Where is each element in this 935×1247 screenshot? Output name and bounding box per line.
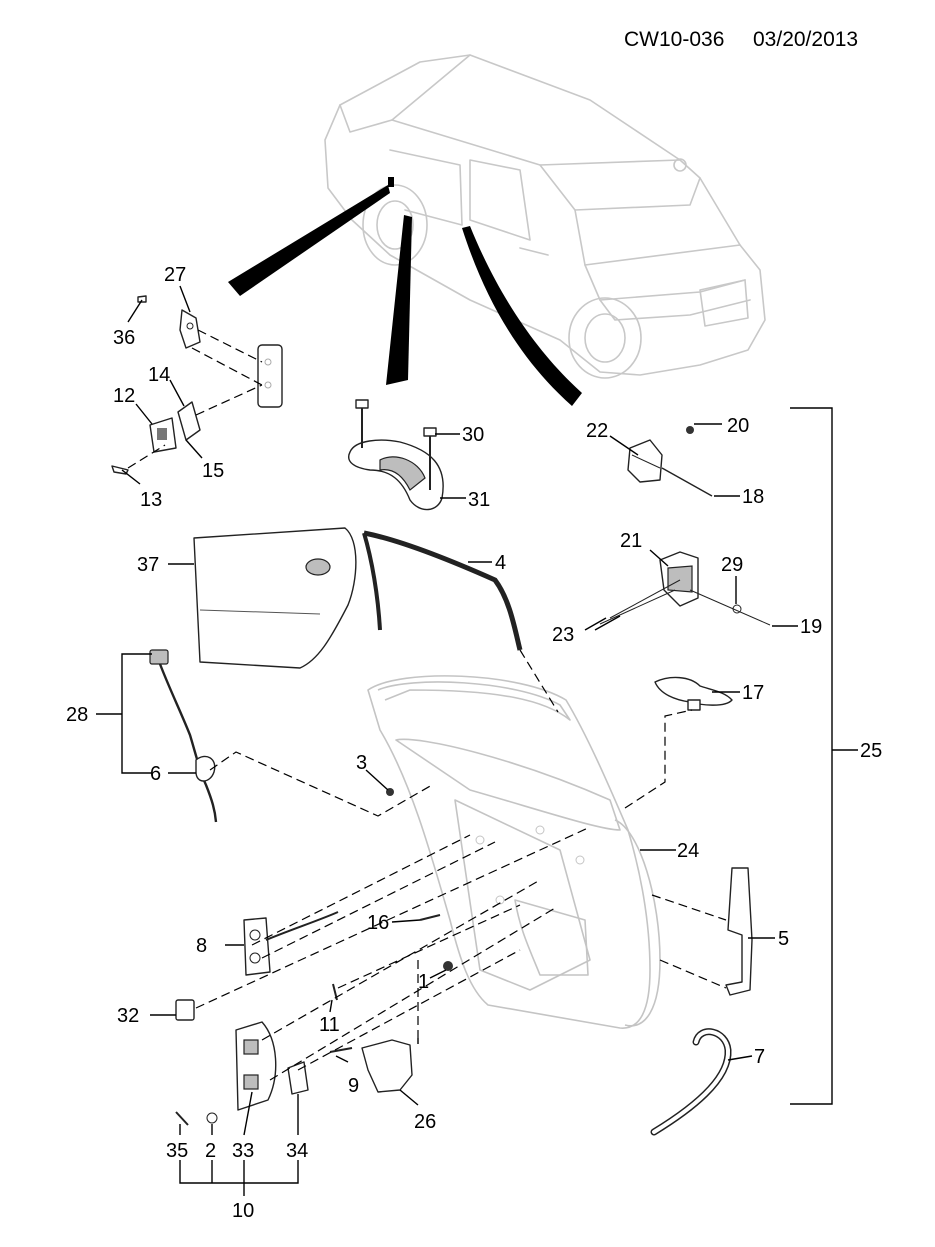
callout-17: 17 (742, 682, 764, 704)
door-inner-frame (367, 675, 661, 1029)
callout-9: 9 (348, 1075, 359, 1097)
callout-36: 36 (113, 327, 135, 349)
callout-4: 4 (495, 552, 506, 574)
callout-34: 34 (286, 1140, 308, 1162)
callout-19: 19 (800, 616, 822, 638)
vehicle-outline (324, 54, 766, 379)
callout-20: 20 (727, 415, 749, 437)
callout-5: 5 (778, 928, 789, 950)
callout-13: 13 (140, 489, 162, 511)
door-outer-panel (193, 527, 357, 669)
diagram-code: CW10-036 (624, 28, 724, 51)
window-run-channel (363, 530, 523, 651)
callout-31: 31 (468, 489, 490, 511)
callout-11: 11 (319, 1014, 340, 1036)
callout-29: 29 (721, 554, 743, 576)
callout-28: 28 (66, 704, 88, 726)
leader-lines (96, 285, 858, 1196)
callout-22: 22 (586, 420, 608, 442)
callout-16: 16 (367, 912, 389, 934)
callout-14: 14 (148, 364, 170, 386)
callout-labels: 27 36 14 12 15 13 30 31 37 4 22 20 18 21… (66, 264, 882, 1222)
lock-rod-assembly (149, 649, 218, 823)
callout-25: 25 (860, 740, 882, 762)
rear-channel (725, 867, 753, 996)
lower-hinge-assembly (599, 426, 771, 711)
nut-1 (443, 961, 453, 971)
callout-1: 1 (418, 971, 429, 993)
callout-21: 21 (620, 530, 642, 552)
callout-35: 35 (166, 1140, 188, 1162)
callout-26: 26 (414, 1111, 436, 1133)
callout-32: 32 (117, 1005, 139, 1027)
diagram-date: 03/20/2013 (753, 28, 858, 51)
callout-37: 37 (137, 554, 159, 576)
callout-10: 10 (232, 1200, 254, 1222)
callout-24: 24 (677, 840, 699, 862)
callout-8: 8 (196, 935, 207, 957)
callout-23: 23 (552, 624, 574, 646)
locator-sweep-striker (386, 215, 412, 385)
callout-7: 7 (754, 1046, 765, 1068)
locator-sweep-door (462, 226, 582, 406)
lock-bracket (361, 1039, 413, 1093)
callout-12: 12 (113, 385, 135, 407)
callout-2: 2 (205, 1140, 216, 1162)
callout-18: 18 (742, 486, 764, 508)
connector-lines (195, 649, 727, 1081)
door-lock-assembly (175, 911, 339, 1126)
callout-27: 27 (164, 264, 186, 286)
locator-sweep-hinge (228, 185, 390, 296)
upper-hinge-assembly (111, 295, 283, 475)
callout-6: 6 (150, 763, 161, 785)
callout-33: 33 (232, 1140, 254, 1162)
callout-3: 3 (356, 752, 367, 774)
callout-30: 30 (462, 424, 484, 446)
striker-assembly (348, 399, 444, 511)
callout-15: 15 (202, 460, 224, 482)
